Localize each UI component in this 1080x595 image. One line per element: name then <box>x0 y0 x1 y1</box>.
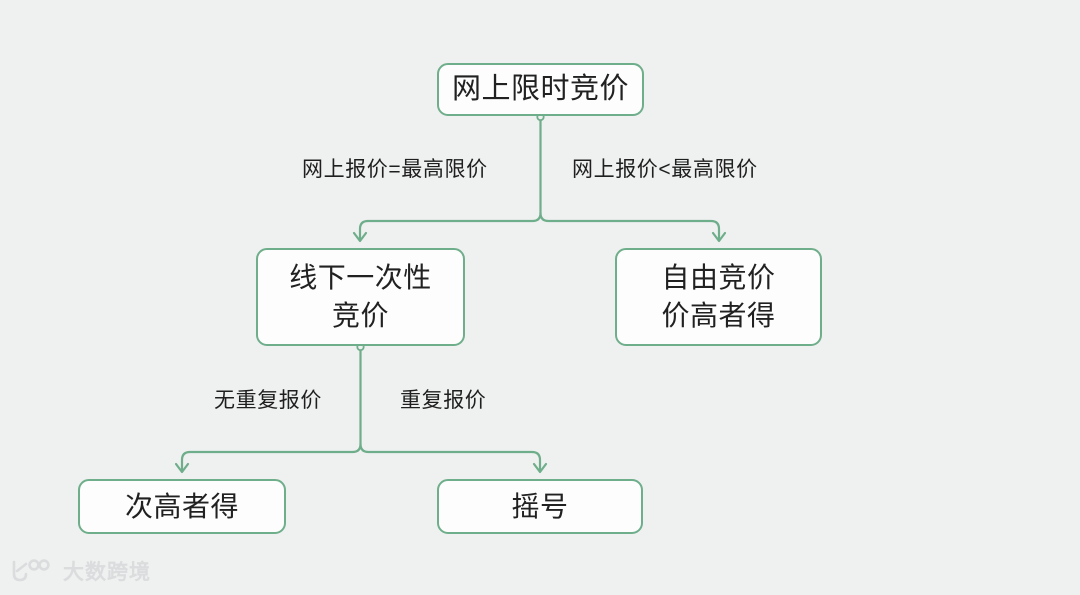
edge-offline-to-second <box>180 442 362 472</box>
edge-root-to-free <box>539 211 721 241</box>
edge-offline-to-lottery <box>359 442 542 472</box>
watermark-text: 大数跨境 <box>63 561 151 584</box>
watermark: 大数跨境 <box>8 556 151 586</box>
edge-label-price-below-cap: 网上报价<最高限价 <box>572 158 758 181</box>
edge-label-duplicate-bid: 重复报价 <box>400 389 487 412</box>
edge-label-price-equals-cap: 网上报价=最高限价 <box>302 158 488 181</box>
arrowhead-offline <box>352 231 368 243</box>
node-second-label: 次高者得 <box>124 490 239 522</box>
k100-infinity-logo-icon <box>12 559 50 582</box>
arrowhead-free <box>711 231 727 243</box>
node-offline-one-time-bidding[interactable]: 线下一次性 竞价 <box>256 248 465 346</box>
node-lottery[interactable]: 摇号 <box>437 479 643 534</box>
node-lottery-label: 摇号 <box>511 490 569 522</box>
node-online-timed-bidding[interactable]: 网上限时竞价 <box>437 63 644 116</box>
arrowhead-second <box>174 462 190 474</box>
node-root-label: 网上限时竞价 <box>451 73 629 106</box>
edge-root-to-offline <box>358 211 542 241</box>
node-free-bidding-highest-wins[interactable]: 自由竞价 价高者得 <box>615 248 822 346</box>
arrowhead-lottery <box>532 462 548 474</box>
node-second-highest-wins[interactable]: 次高者得 <box>78 479 286 534</box>
edge-label-no-duplicate-bid: 无重复报价 <box>214 389 322 412</box>
node-free-label: 自由竞价 价高者得 <box>661 262 776 331</box>
node-offline-label: 线下一次性 竞价 <box>289 262 432 331</box>
